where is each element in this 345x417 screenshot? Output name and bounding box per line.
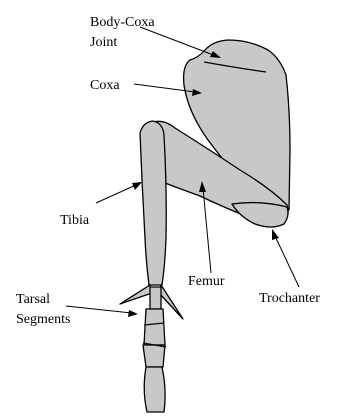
tibia-arrowhead bbox=[132, 182, 142, 190]
body-coxa-joint-leader bbox=[140, 27, 216, 56]
femur-label: Femur bbox=[188, 274, 225, 289]
tarsal-segment-4 bbox=[144, 367, 165, 412]
tarsal-segments-label-line2: Segments bbox=[16, 312, 70, 327]
tarsal-segment-3 bbox=[143, 345, 165, 367]
body-coxa-joint-label-line2: Joint bbox=[90, 35, 117, 50]
tibial-spur-left bbox=[120, 285, 152, 304]
tibia-label: Tibia bbox=[60, 213, 90, 228]
tibia-leader bbox=[96, 185, 136, 203]
tibia-segment bbox=[140, 121, 166, 285]
trochanter-label: Trochanter bbox=[259, 291, 320, 306]
tarsal-segments-leader bbox=[66, 306, 131, 313]
coxa-label: Coxa bbox=[90, 78, 120, 93]
trochanter-arrowhead bbox=[272, 229, 279, 240]
trochanter-segment bbox=[232, 203, 288, 227]
body-coxa-joint-label: Body-Coxa bbox=[90, 15, 155, 30]
tarsal-segments-label: Tarsal bbox=[16, 292, 50, 307]
tarsal-segment-1 bbox=[150, 287, 161, 309]
trochanter-leader bbox=[275, 236, 299, 287]
tarsal-segments-arrowhead bbox=[128, 310, 138, 317]
tarsal-segment-2 bbox=[144, 309, 165, 345]
